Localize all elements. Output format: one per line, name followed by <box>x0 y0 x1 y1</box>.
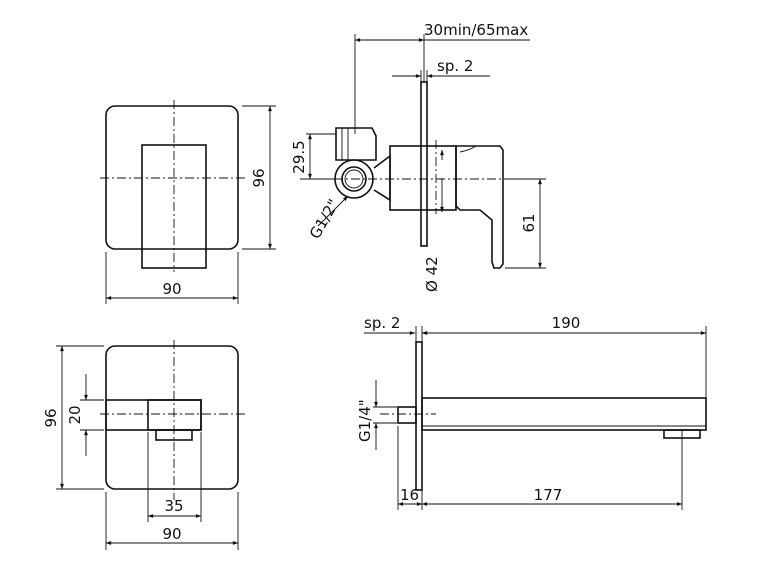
spout-cover-plate <box>105 345 239 490</box>
dim-plate-width-label: 90 <box>162 280 181 298</box>
spout-front-view: 96 20 35 90 <box>42 340 248 550</box>
mixer-body <box>389 145 457 211</box>
inlet-fitting <box>335 127 377 161</box>
dim-spout-plate-height-label: 96 <box>42 408 60 427</box>
dim-outlet-width-label: 35 <box>164 497 183 515</box>
dim-lever-height-label: 61 <box>520 213 538 232</box>
dim-spout-plate-thickness-label: sp. 2 <box>364 314 400 332</box>
mixer-lever-side <box>455 145 504 269</box>
dim-inlet-offset-label: 29.5 <box>290 140 308 173</box>
dim-plate-thickness-label: sp. 2 <box>437 57 473 75</box>
spout-inlet-nipple <box>397 406 417 424</box>
dim-plate-height-label: 96 <box>250 168 268 187</box>
dim-spout-thread-label: G1/4" <box>356 399 374 442</box>
dim-inlet-thread-label: G1/2" <box>306 196 343 242</box>
spout-wall-plate <box>415 341 423 491</box>
spout-front-profile <box>105 399 202 431</box>
dim-spout-height-label: 20 <box>66 405 84 424</box>
mixer-side-view: 30min/65max sp. 2 29.5 G1/2" <box>290 21 546 292</box>
dim-spout-reach-label: 177 <box>534 486 563 504</box>
spout-body <box>421 397 707 431</box>
mixer-cover-plate <box>105 105 239 250</box>
dim-body-diameter-label: Ø 42 <box>423 256 441 292</box>
wall-plate-section <box>420 81 428 247</box>
dim-spout-body-depth-label: 16 <box>400 486 419 504</box>
dim-spout-plate-width-label: 90 <box>162 525 181 543</box>
dim-pipe-depth-label: 30min/65max <box>424 21 528 39</box>
mixer-front-view: 96 90 <box>100 100 276 304</box>
dim-spout-length-label: 190 <box>552 314 581 332</box>
spout-side-view: sp. 2 190 G1/4" 16 177 <box>356 314 707 510</box>
mixer-lever-front <box>141 144 207 269</box>
